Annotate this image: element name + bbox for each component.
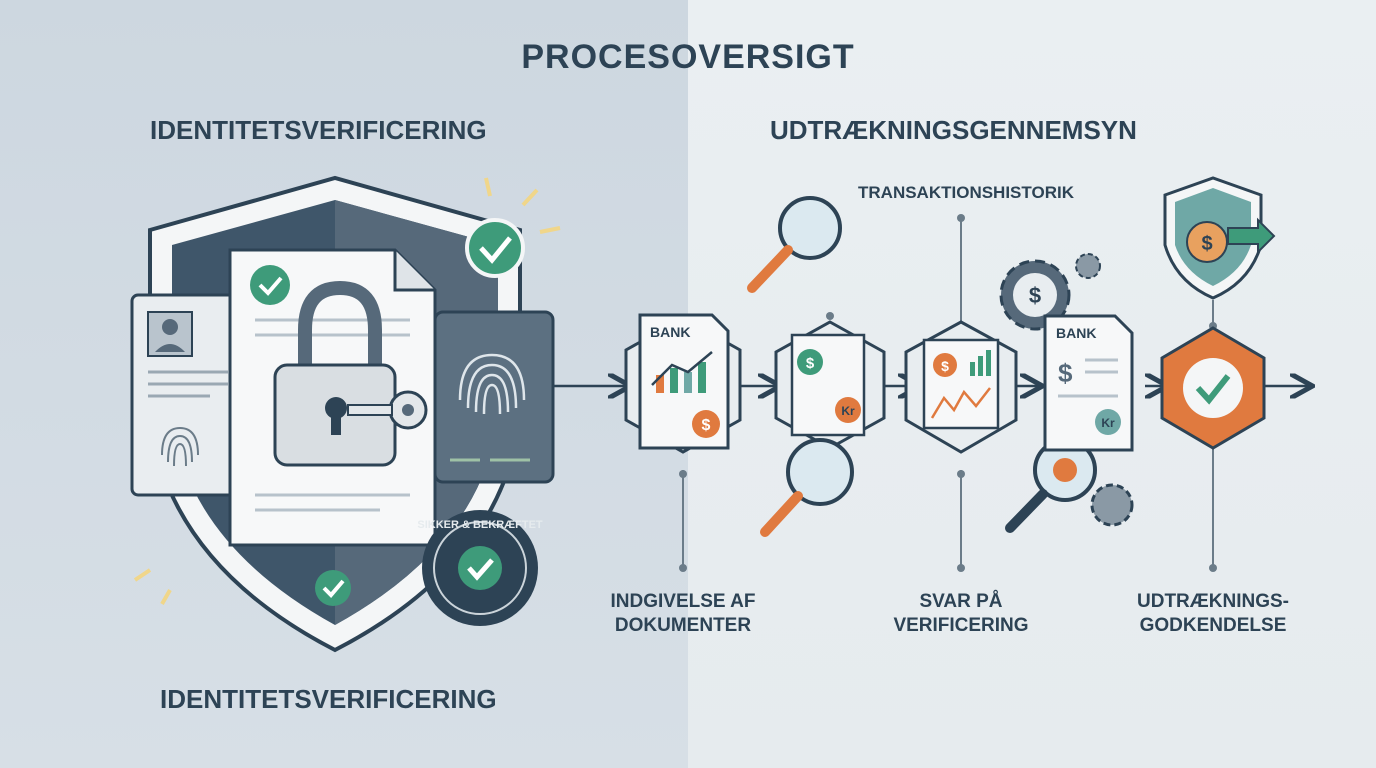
step-label-verification: SVAR PÅ VERIFICERING xyxy=(893,591,1029,636)
svg-text:$: $ xyxy=(1058,358,1073,388)
seal-text: SIKKER & BEKRÆFTET xyxy=(417,519,543,531)
magnifier-icon xyxy=(760,438,854,537)
submission-step-node: BANK $ xyxy=(624,313,742,454)
svg-text:Kr: Kr xyxy=(1101,416,1115,430)
left-section-caption: IDENTITETSVERIFICERING xyxy=(160,684,497,714)
verification-step-node: $ xyxy=(904,320,1018,454)
id-card-icon xyxy=(130,293,246,497)
fingerprint-icon xyxy=(458,353,526,415)
sparkle-decoration xyxy=(133,177,561,605)
left-section-heading: IDENTITETSVERIFICERING xyxy=(150,115,487,145)
fingerprint-icon xyxy=(161,426,199,467)
page-title: PROCESOVERSIGT xyxy=(521,38,855,76)
approval-step-node xyxy=(1160,326,1266,450)
key-icon xyxy=(347,390,428,430)
gear-icon xyxy=(1075,253,1101,279)
padlock-icon xyxy=(273,280,397,467)
right-section-heading: UDTRÆKNINGSGENNEMSYN xyxy=(770,115,1137,145)
scanner-panel xyxy=(433,310,555,484)
magnifier-icon xyxy=(1005,438,1097,533)
bank-label: BANK xyxy=(1056,325,1096,341)
check-icon xyxy=(465,218,525,278)
check-icon xyxy=(250,265,290,305)
magnifier-icon xyxy=(747,196,842,293)
svg-text:Kr: Kr xyxy=(841,404,855,418)
bank-label: BANK xyxy=(650,324,690,340)
step-label-approval: UDTRÆKNINGS- GODKENDELSE xyxy=(1137,591,1289,636)
step-label-submission: INDGIVELSE AF DOKUMENTER xyxy=(610,591,756,636)
svg-text:$: $ xyxy=(941,358,949,374)
gear-icon xyxy=(1090,483,1134,527)
chart-icon xyxy=(651,351,713,393)
svg-text:$: $ xyxy=(806,355,815,372)
svg-text:$: $ xyxy=(1201,233,1212,255)
bank-statement-node: BANK $ Kr xyxy=(1043,314,1134,452)
gear-icon: $ xyxy=(999,259,1071,331)
check-icon xyxy=(315,570,351,606)
money-bag-icon: $ xyxy=(1163,176,1276,300)
transaction-history-label: TRANSAKTIONSHISTORIK xyxy=(858,183,1074,202)
svg-text:$: $ xyxy=(702,417,711,434)
svg-text:$: $ xyxy=(1029,283,1041,308)
transaction-step-node: $ Kr xyxy=(774,320,886,450)
secure-confirmed-seal-icon xyxy=(422,510,538,626)
